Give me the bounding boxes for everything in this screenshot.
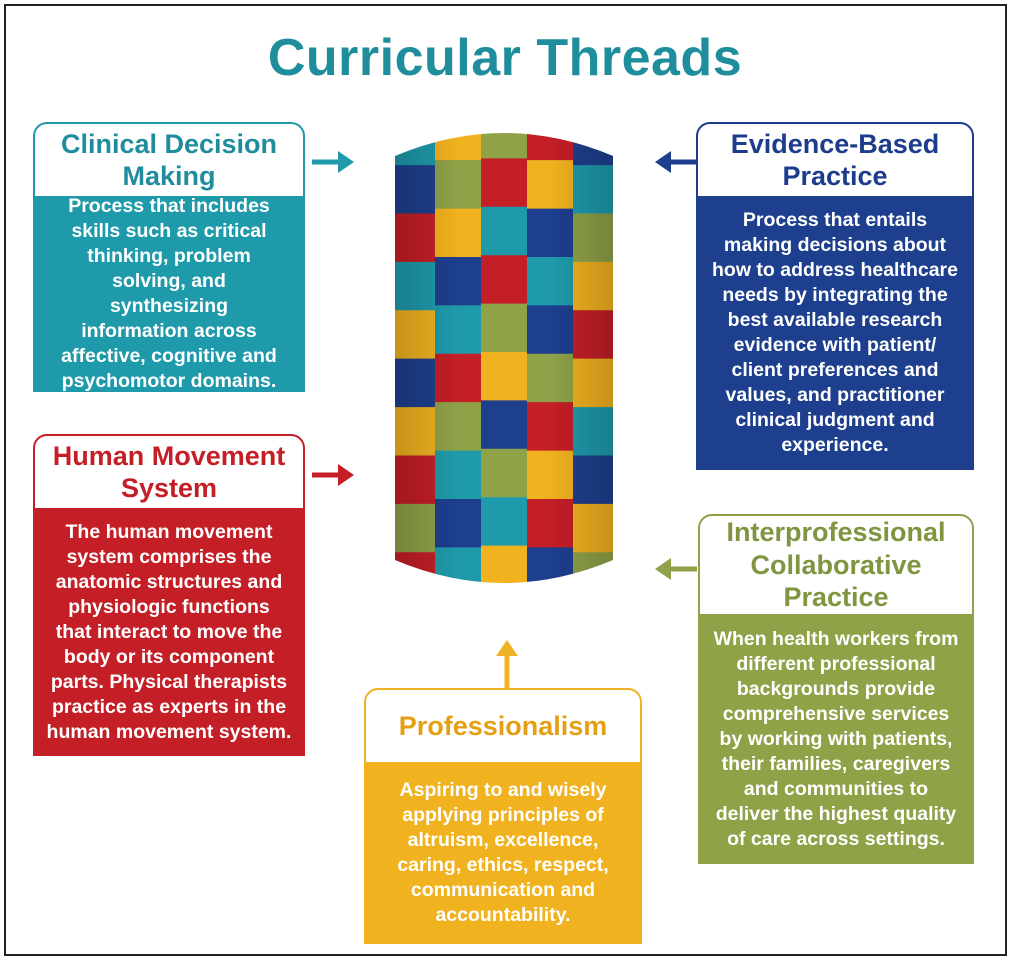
- card-evidence-body-line: best available research: [727, 309, 943, 331]
- card-human-movement-system: Human Movement System The human movement…: [33, 434, 305, 756]
- card-evidence-body-line: how to address healthcare: [712, 259, 958, 281]
- card-inter-heading-line: Collaborative: [750, 549, 922, 580]
- card-human-body: The human movement system comprises the …: [33, 508, 305, 756]
- card-evidence-body-line: needs by integrating the: [722, 284, 948, 306]
- card-prof-body-line: Aspiring to and wisely: [399, 779, 607, 801]
- card-clinical-body-line: thinking, problem: [87, 245, 251, 267]
- card-human-body-line: that interact to move the: [55, 620, 283, 643]
- card-evidence-body-line: experience.: [781, 434, 889, 456]
- card-prof-heading-line: Professionalism: [398, 710, 608, 741]
- card-clinical-body-line: psychomotor domains.: [61, 370, 277, 392]
- arrow-right-icon: [312, 464, 354, 486]
- card-inter-body: When health workers from different profe…: [698, 614, 974, 864]
- card-evidence-heading-line: Practice: [782, 161, 888, 191]
- card-human-body-line: anatomic structures and: [55, 570, 283, 593]
- card-prof-body: Aspiring to and wisely applying principl…: [364, 762, 642, 944]
- card-clinical-heading-line: Clinical Decision: [60, 128, 278, 159]
- card-clinical-body: Process that includes skills such as cri…: [33, 195, 305, 392]
- card-clinical-body-line: Process that includes: [68, 195, 270, 217]
- card-evidence-body-line: client preferences and: [731, 359, 939, 381]
- card-prof-body-line: applying principles of: [402, 804, 604, 826]
- card-interprofessional-collaborative-practice: Interprofessional Collaborative Practice…: [698, 514, 974, 864]
- card-clinical-body-line: skills such as critical: [71, 220, 267, 242]
- card-human-heading-line: System: [120, 473, 218, 503]
- card-clinical-body-line: solving, and synthesizing: [109, 270, 229, 317]
- arrow-left-icon: [655, 558, 697, 580]
- card-prof-heading: Professionalism: [364, 688, 642, 764]
- card-professionalism: Professionalism Aspiring to and wisely a…: [364, 688, 642, 944]
- card-clinical-body-line: affective, cognitive and: [61, 345, 277, 367]
- card-human-body-line: physiologic functions: [68, 595, 270, 618]
- card-human-body-line: body or its component: [63, 645, 275, 668]
- card-human-body-line: system comprises the: [66, 545, 272, 568]
- card-inter-heading-line: Practice: [783, 582, 889, 613]
- card-clinical-heading: Clinical Decision Making: [33, 122, 305, 198]
- card-evidence-heading-line: Evidence-Based: [730, 128, 940, 159]
- card-inter-heading: Interprofessional Collaborative Practice: [698, 514, 974, 616]
- card-human-body-line: parts. Physical therapists: [50, 670, 288, 693]
- card-evidence-heading: Evidence-Based Practice: [696, 122, 974, 198]
- arrow-right-icon: [312, 151, 354, 173]
- card-evidence-based-practice: Evidence-Based Practice Process that ent…: [696, 122, 974, 470]
- card-human-heading: Human Movement System: [33, 434, 305, 510]
- card-evidence-body-line: evidence with patient/: [733, 334, 937, 356]
- card-prof-body-line: communication and: [410, 879, 596, 901]
- card-inter-body-line: backgrounds provide: [736, 677, 936, 700]
- card-inter-body-line: When health workers from: [713, 627, 959, 650]
- card-inter-heading-line: Interprofessional: [726, 517, 946, 548]
- card-inter-body-line: deliver the highest quality: [715, 802, 957, 825]
- card-prof-body-line: altruism, excellence,: [407, 829, 599, 851]
- curricular-threads-cylinder: [395, 133, 613, 583]
- card-human-heading-line: Human Movement: [52, 440, 286, 471]
- card-clinical-body-line: information across: [81, 320, 257, 342]
- card-inter-body-line: their families, caregivers: [721, 752, 951, 775]
- arrow-left-icon: [655, 151, 697, 173]
- card-inter-body-line: by working with patients,: [719, 727, 953, 750]
- card-human-body-line: human movement system.: [46, 720, 292, 743]
- card-inter-body-line: and communities to: [743, 777, 929, 800]
- card-evidence-body: Process that entails making decisions ab…: [696, 196, 974, 470]
- cylinder-shading: [395, 133, 613, 583]
- card-inter-body-line: different professional: [736, 652, 936, 675]
- card-human-body-line: The human movement: [65, 520, 273, 543]
- card-evidence-body-line: values, and practitioner: [725, 384, 945, 406]
- card-evidence-body-line: making decisions about: [723, 234, 947, 256]
- card-evidence-body-line: clinical judgment and: [735, 409, 935, 431]
- card-human-body-line: practice as experts in the: [51, 695, 287, 718]
- card-inter-body-line: comprehensive services: [722, 702, 950, 725]
- card-evidence-body-line: Process that entails: [742, 209, 928, 231]
- diagram-title: Curricular Threads: [267, 29, 743, 87]
- arrow-up-icon: [496, 640, 518, 688]
- card-clinical-heading-line: Making: [122, 161, 216, 191]
- card-prof-body-line: accountability.: [435, 904, 571, 926]
- card-clinical-decision-making: Clinical Decision Making Process that in…: [33, 122, 305, 392]
- card-prof-body-line: caring, ethics, respect,: [397, 854, 609, 876]
- card-inter-body-line: of care across settings.: [727, 827, 945, 850]
